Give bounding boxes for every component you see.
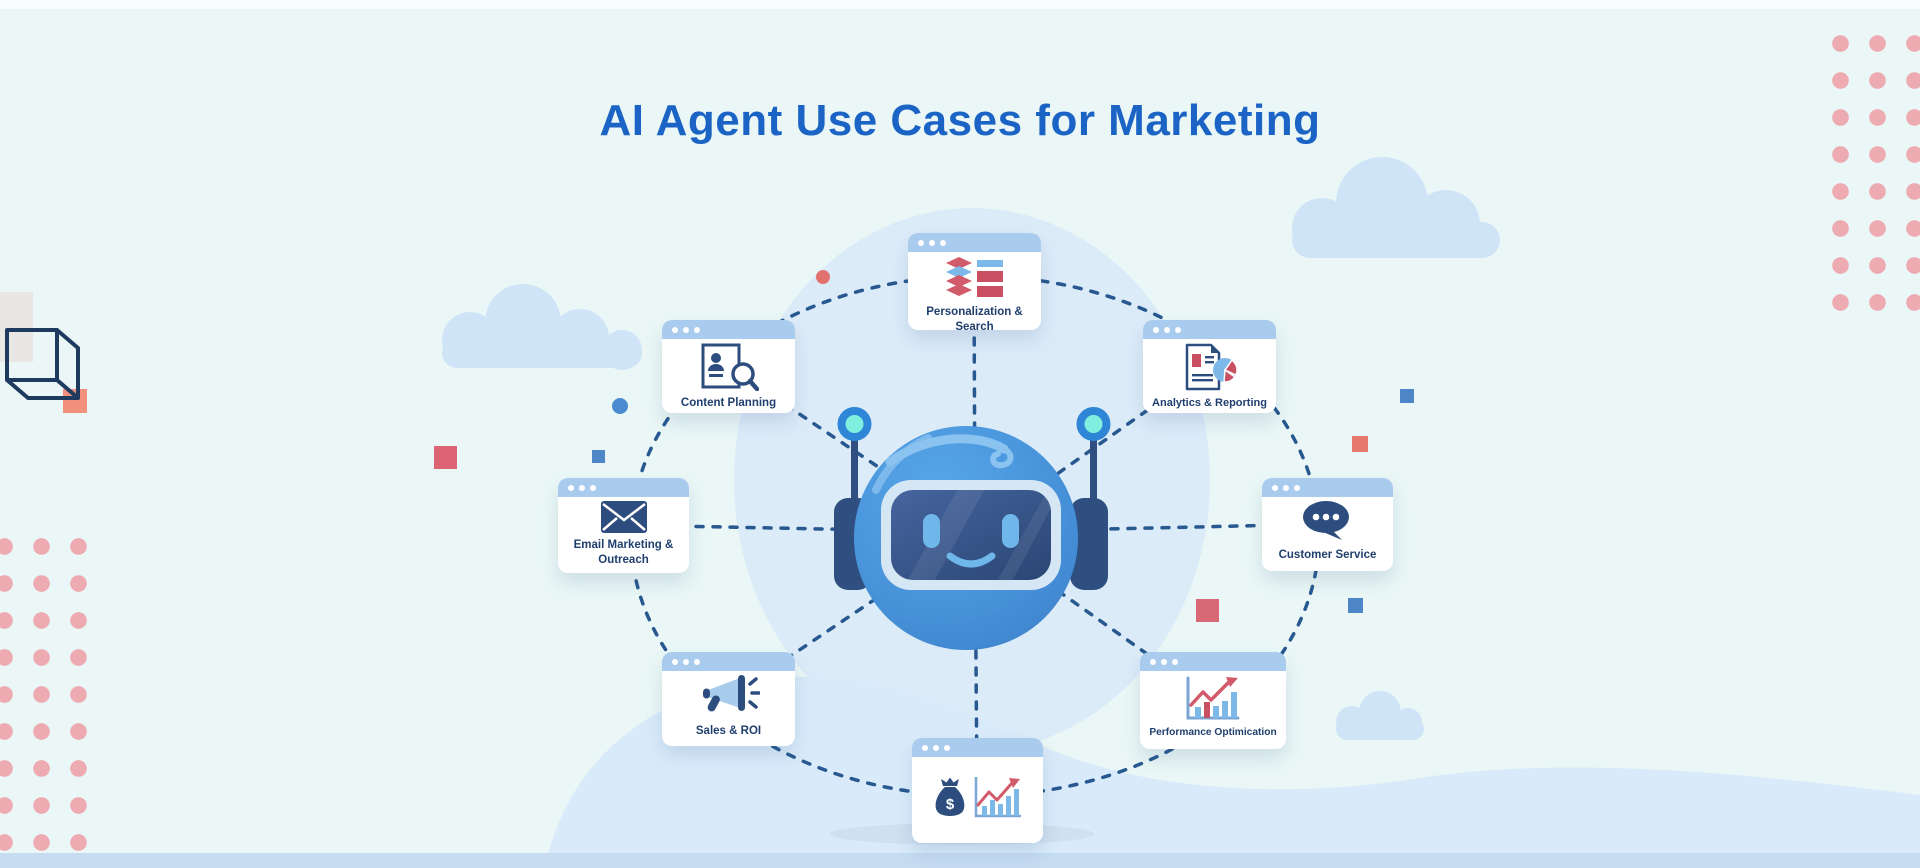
red-square-decor-bottom-right bbox=[1196, 599, 1219, 622]
window-dot bbox=[940, 239, 946, 246]
robot-ear-right bbox=[1070, 498, 1108, 590]
red-dot-decor bbox=[816, 270, 830, 284]
antenna-bulb-right-icon bbox=[1076, 407, 1111, 441]
megaphone-icon bbox=[702, 675, 760, 712]
window-dot bbox=[694, 658, 700, 665]
card-personalization-search: Personalization & Search bbox=[908, 233, 1041, 333]
card-customer-service: Customer Service bbox=[1262, 478, 1393, 571]
window-dot bbox=[1294, 484, 1300, 491]
window-dot bbox=[929, 239, 935, 246]
blue-square-decor-right bbox=[1400, 389, 1414, 403]
visor-sheen bbox=[905, 490, 1051, 580]
window-dot bbox=[590, 484, 596, 491]
envelope-icon bbox=[600, 501, 647, 533]
blue-square-decor-bottom-right bbox=[1348, 598, 1363, 613]
window-titlebar bbox=[912, 738, 1043, 757]
card-revenue-growth: $ bbox=[912, 738, 1043, 843]
antenna-left bbox=[851, 430, 858, 508]
card-analytics-reporting: Analytics & Reporting bbox=[1143, 320, 1276, 413]
window-titlebar bbox=[908, 233, 1041, 252]
gray-rect-decor bbox=[0, 292, 33, 362]
antenna-right bbox=[1090, 430, 1097, 508]
window-dot bbox=[1175, 326, 1181, 333]
card-label: Email Marketing & Outreach bbox=[573, 539, 674, 566]
blue-dot-decor bbox=[612, 398, 628, 414]
blue-square-decor-left bbox=[592, 450, 605, 463]
page-title: AI Agent Use Cases for Marketing bbox=[599, 96, 1321, 145]
card-label: Content Planning bbox=[680, 397, 777, 409]
data-stack-bars-icon bbox=[945, 257, 1003, 297]
window-dot bbox=[922, 744, 928, 751]
head-swoosh-curl bbox=[990, 446, 1014, 469]
window-dot bbox=[1272, 484, 1278, 491]
window-dot bbox=[683, 658, 689, 665]
dot-grid-top-right bbox=[1822, 25, 1920, 321]
window-dot bbox=[1150, 658, 1156, 665]
bottom-strip bbox=[0, 853, 1920, 868]
red-square-decor-left bbox=[434, 446, 457, 469]
window-dot bbox=[672, 658, 678, 665]
window-titlebar bbox=[662, 320, 795, 339]
window-dot bbox=[1283, 484, 1289, 491]
salmon-square-decor-right bbox=[1352, 436, 1368, 452]
card-email-marketing-outreach: Email Marketing & Outreach bbox=[558, 478, 689, 573]
cube-outline-icon bbox=[5, 328, 80, 400]
chat-bubble-icon bbox=[1302, 501, 1349, 541]
window-dot bbox=[933, 744, 939, 751]
card-label: Customer Service bbox=[1278, 549, 1377, 562]
bar-chart-growth-arrow-icon bbox=[1186, 676, 1240, 720]
window-dot bbox=[1164, 326, 1170, 333]
report-pie-chart-icon bbox=[1185, 343, 1238, 391]
card-sales-roi: Sales & ROI bbox=[662, 652, 795, 746]
window-titlebar bbox=[1262, 478, 1393, 497]
window-titlebar bbox=[1143, 320, 1276, 339]
window-dot bbox=[672, 326, 678, 333]
cloud-left bbox=[442, 284, 642, 370]
window-dot bbox=[918, 239, 924, 246]
dot-grid-bottom-left bbox=[0, 528, 98, 862]
money-bag-icon: $ bbox=[935, 777, 964, 816]
person-document-search-icon bbox=[701, 343, 759, 391]
window-dot bbox=[1161, 658, 1167, 665]
head-swoosh-highlight bbox=[885, 434, 1009, 467]
robot-eye-right bbox=[1002, 514, 1019, 548]
window-dot bbox=[944, 744, 950, 751]
salmon-square-decor bbox=[63, 389, 87, 413]
window-dot bbox=[568, 484, 574, 491]
window-dot bbox=[1172, 658, 1178, 665]
card-label: Performance Optimication bbox=[1149, 727, 1277, 739]
window-dot bbox=[579, 484, 585, 491]
ai-robot-mascot bbox=[834, 407, 1111, 650]
window-titlebar bbox=[558, 478, 689, 497]
cloud-top-right bbox=[1292, 157, 1500, 258]
window-titlebar bbox=[662, 652, 795, 671]
currency-symbol: $ bbox=[945, 796, 954, 813]
bottom-wave bbox=[545, 676, 1920, 868]
top-highlight-strip bbox=[0, 0, 1920, 9]
window-dot bbox=[1153, 326, 1159, 333]
cloud-small-bottom bbox=[1336, 691, 1424, 740]
visor-screen bbox=[891, 490, 1051, 580]
growth-chart-icon bbox=[974, 777, 1021, 818]
card-content-planning: Content Planning bbox=[662, 320, 795, 413]
card-performance-optimication: Performance Optimication bbox=[1140, 652, 1286, 749]
card-label: Analytics & Reporting bbox=[1152, 397, 1267, 409]
robot-smile bbox=[946, 552, 996, 568]
robot-eye-left bbox=[923, 514, 940, 548]
window-titlebar bbox=[1140, 652, 1286, 671]
window-dot bbox=[683, 326, 689, 333]
antenna-bulb-left-icon bbox=[837, 407, 872, 441]
window-dot bbox=[694, 326, 700, 333]
cube-decor bbox=[0, 292, 87, 413]
card-label: Personalization & Search bbox=[926, 306, 1023, 333]
card-label: Sales & ROI bbox=[695, 725, 762, 737]
